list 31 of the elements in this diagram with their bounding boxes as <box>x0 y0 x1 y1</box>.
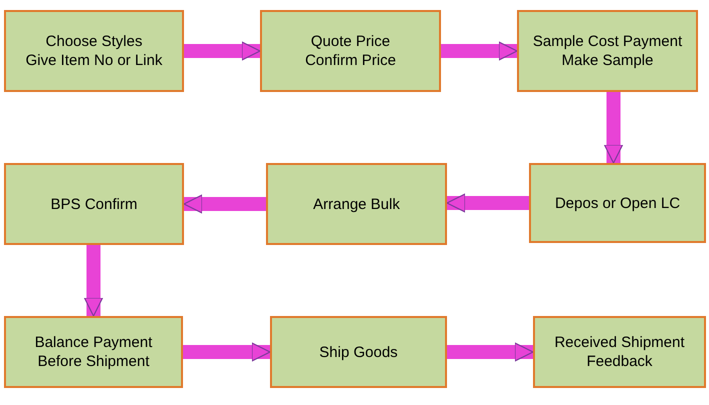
process-box <box>270 316 447 388</box>
step-label: Balance Payment <box>34 333 152 352</box>
block-arrow <box>446 193 529 213</box>
process-box <box>4 163 184 245</box>
block-arrow <box>183 342 271 362</box>
step-label: Choose Styles <box>46 32 142 51</box>
process-box <box>4 316 183 388</box>
step-label: Quote Price <box>310 32 390 51</box>
process-box <box>266 163 447 245</box>
step-label: Feedback <box>586 352 652 371</box>
process-box <box>529 163 706 243</box>
process-box <box>517 10 698 92</box>
block-arrow <box>184 41 261 61</box>
step-label: Before Shipment <box>38 352 150 371</box>
step-label: Ship Goods <box>319 342 398 362</box>
step-label: Sample Cost Payment <box>532 32 682 51</box>
block-arrow <box>447 342 534 362</box>
block-arrow <box>604 92 624 164</box>
step-label: Arrange Bulk <box>313 194 400 214</box>
step-label: BPS Confirm <box>50 194 138 214</box>
step-label: Received Shipment <box>554 333 685 352</box>
process-box <box>260 10 441 92</box>
step-label: Make Sample <box>562 51 654 70</box>
process-box <box>4 10 184 92</box>
block-arrow <box>84 245 104 317</box>
step-label: Give Item No or Link <box>26 51 162 70</box>
block-arrow <box>183 194 266 214</box>
process-box <box>533 316 706 388</box>
block-arrow <box>441 41 518 61</box>
step-label: Depos or Open LC <box>554 194 680 212</box>
step-label: Confirm Price <box>305 51 396 70</box>
